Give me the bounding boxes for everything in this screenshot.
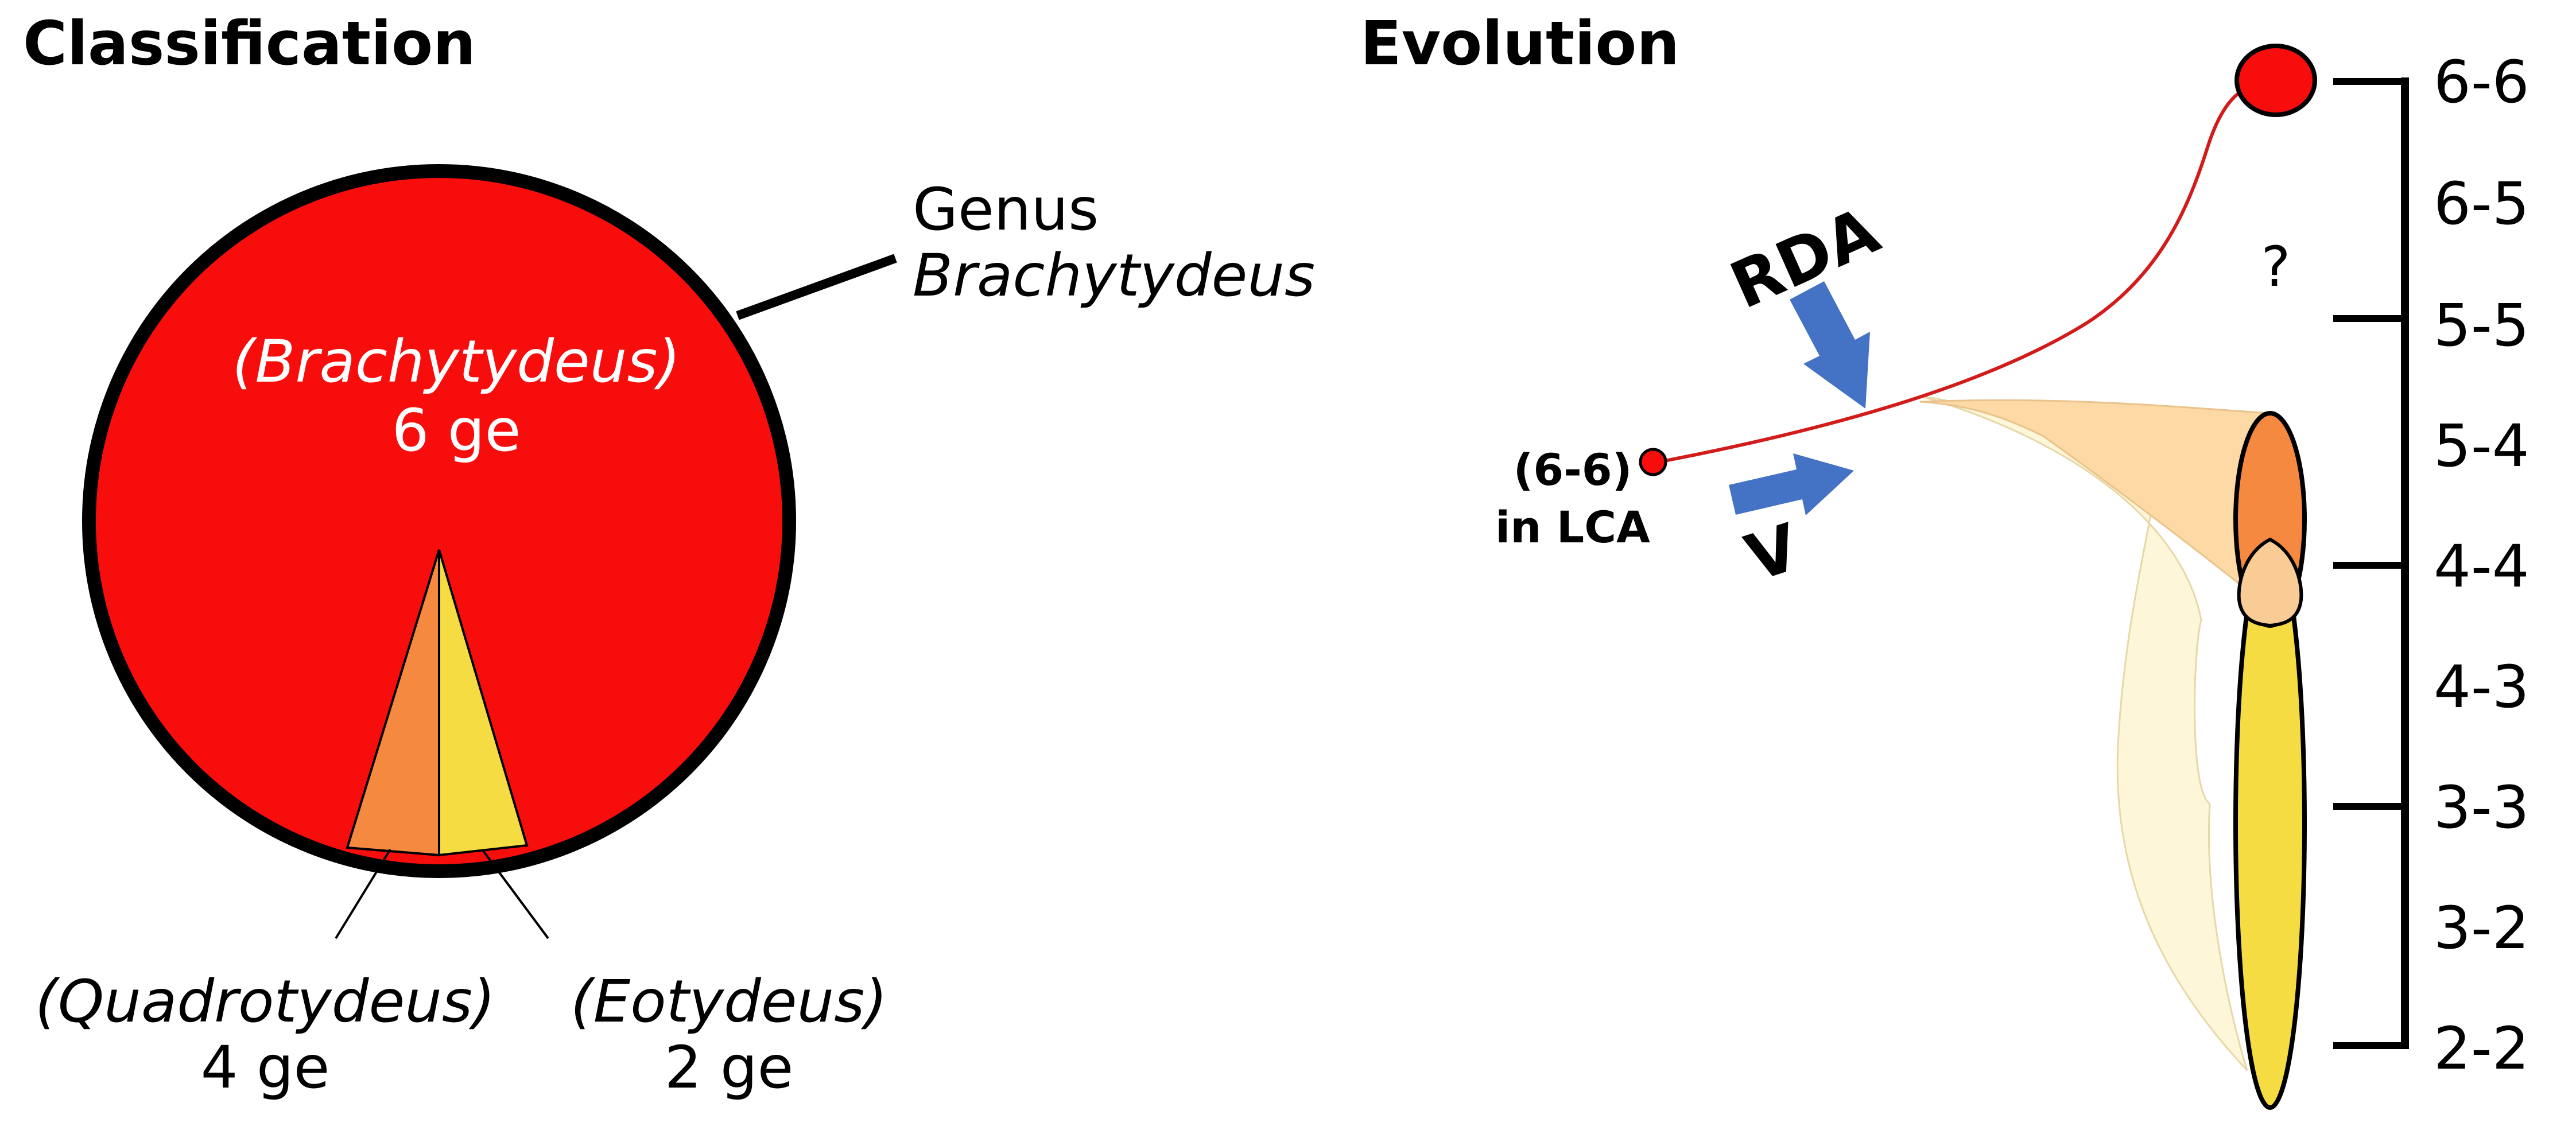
overlap-region (2237, 537, 2303, 628)
quadrotydeus-count: 4 ge (201, 1034, 330, 1102)
scale-label-5-5: 5-5 (2434, 292, 2530, 360)
scale-label-4-4: 4-4 (2434, 533, 2530, 601)
scale-label-3-3: 3-3 (2434, 774, 2530, 842)
quadrotydeus-leader-line (335, 848, 391, 939)
segment-scale: 6-6 6-5 5-5 5-4 4-4 4-3 3-3 3-2 2-2 (2333, 48, 2530, 1083)
question-mark: ? (2261, 235, 2291, 299)
genus-label: Genus (913, 176, 1099, 244)
ancestor-node (1639, 448, 1667, 476)
genus-name: Brachytydeus (913, 242, 1315, 310)
brachytydeus-label: (Brachytydeus) (232, 328, 681, 396)
classification-title: Classification (23, 9, 476, 79)
scale-label-6-6: 6-6 (2434, 48, 2530, 117)
evolution-title: Evolution (1360, 9, 1679, 79)
scale-label-3-2: 3-2 (2434, 894, 2530, 962)
genus-callout-line (736, 254, 897, 320)
ancestor-label-1: (6-6) (1514, 444, 1632, 495)
v-label: V (1737, 510, 1808, 597)
eotydeus-leader-line (481, 848, 549, 939)
scale-label-5-4: 5-4 (2434, 412, 2530, 480)
ancestor-label-2: in LCA (1495, 502, 1650, 553)
quadrotydeus-label: (Quadrotydeus) (35, 968, 495, 1036)
brachytydeus-count: 6 ge (392, 397, 521, 465)
light-orange-fan (1919, 399, 2271, 611)
scale-label-6-5: 6-5 (2434, 170, 2530, 238)
eotydeus-label: (Eotydeus) (571, 968, 887, 1036)
scale-label-2-2: 2-2 (2434, 1015, 2530, 1083)
v-arrow (1729, 453, 1854, 515)
top-red-node (2234, 44, 2317, 117)
scale-label-4-3: 4-3 (2434, 653, 2530, 721)
genus-pie-chart (82, 164, 796, 878)
eotydeus-count: 2 ge (665, 1034, 794, 1102)
red-lineage-line (1658, 79, 2268, 464)
rda-arrow (1790, 281, 1870, 409)
pie-outline (82, 164, 796, 878)
pie-slice-brachytydeus (89, 171, 789, 871)
